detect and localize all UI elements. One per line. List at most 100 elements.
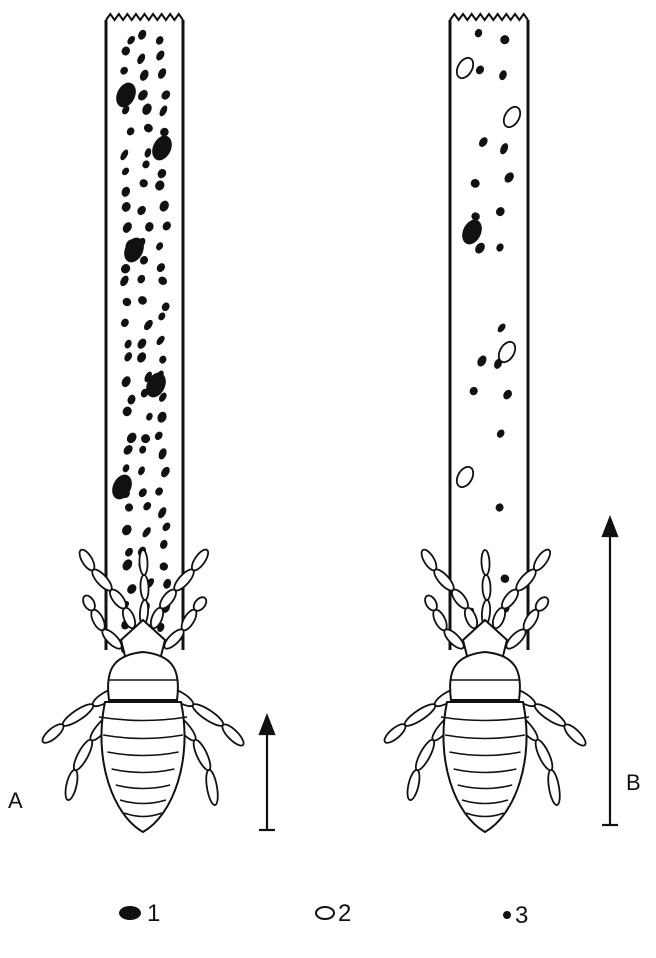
legend-marker-large-oval [119,906,141,920]
small-dot [122,443,135,456]
small-dot [136,273,147,284]
antenna-segment [140,575,149,600]
small-dot [159,465,171,479]
large-oval [112,79,139,110]
small-dot [119,148,130,161]
small-dot [136,52,147,65]
small-dot [157,311,167,322]
small-dot [119,317,130,328]
small-dot [468,385,479,397]
small-dot [154,49,166,62]
small-dot [474,28,484,39]
small-dot [120,375,133,389]
small-dot [121,221,134,235]
antenna-segment [419,547,440,572]
insect [40,547,247,832]
leg-segment [532,738,555,772]
small-dot [494,205,506,217]
thorax [450,652,520,700]
small-dot [154,35,165,46]
strip-torn-edge [450,14,528,20]
small-dot [155,241,165,252]
small-dot [120,523,133,537]
leg-segment [532,701,567,729]
arrow-b [602,518,618,825]
antenna-segment [481,550,490,575]
legend-marker-small-dot [503,911,511,919]
small-dot [125,582,138,595]
small-dot [126,394,137,406]
small-dot [157,275,169,287]
small-dot [160,301,171,312]
small-dot [136,204,148,217]
leg-segment [405,769,422,801]
small-dot [138,445,147,455]
small-dot [162,578,173,590]
small-dot [498,69,508,81]
legend-marker-open-oval [316,907,334,919]
open-oval [500,104,523,130]
small-dot [141,159,151,170]
small-dot [121,558,135,573]
small-dot [137,487,148,499]
large-oval [108,471,135,502]
insect [382,547,589,832]
small-dot [120,45,131,57]
small-dot [153,430,164,441]
small-dot [158,354,168,364]
small-dot [477,136,489,149]
small-dot [125,126,136,137]
small-dot [499,573,511,584]
small-dot [123,351,134,363]
leg-segment [546,769,562,806]
legend: 1 2 3 [119,900,528,929]
small-dot [495,428,506,439]
legend-key-1: 1 [147,900,160,927]
small-dot [123,546,134,558]
small-dot [469,177,481,189]
small-dot [161,521,172,533]
small-dot [140,102,153,116]
panel-b-label: B [626,770,641,795]
leg-segment [219,721,246,748]
leg-segment [60,701,95,729]
small-dot [499,34,511,46]
small-dot [154,486,165,497]
small-dot [156,506,168,520]
small-dot [119,65,130,76]
small-dot [142,318,154,332]
antenna-segment [139,550,148,575]
strip-torn-edge [106,14,183,20]
small-dot [153,179,166,192]
open-oval [453,464,476,490]
panel-b [382,14,589,832]
small-dot [137,465,147,476]
small-dot [473,241,487,255]
leg-segment [190,701,225,729]
small-dot [141,526,153,539]
antenna-segment [189,547,211,573]
panel-a-label: A [8,788,23,813]
leg-segment [413,738,438,773]
abdomen [101,702,184,832]
small-dot [159,539,169,550]
small-dot [119,262,132,275]
small-dot [135,351,148,365]
leg-segment [204,769,220,806]
leg-segment [63,769,80,801]
small-dot [145,412,154,422]
small-dot [160,89,172,102]
small-dot [137,28,148,41]
small-dot [161,220,173,232]
small-dot [124,502,135,513]
leg-segment [40,721,66,746]
small-dot [138,178,149,189]
small-dot [120,200,132,213]
panel-a [40,14,247,832]
small-dot [495,242,505,253]
small-dot [158,104,169,117]
antenna-segment [77,547,98,572]
small-dot [475,354,488,368]
antenna-segment [482,575,491,600]
